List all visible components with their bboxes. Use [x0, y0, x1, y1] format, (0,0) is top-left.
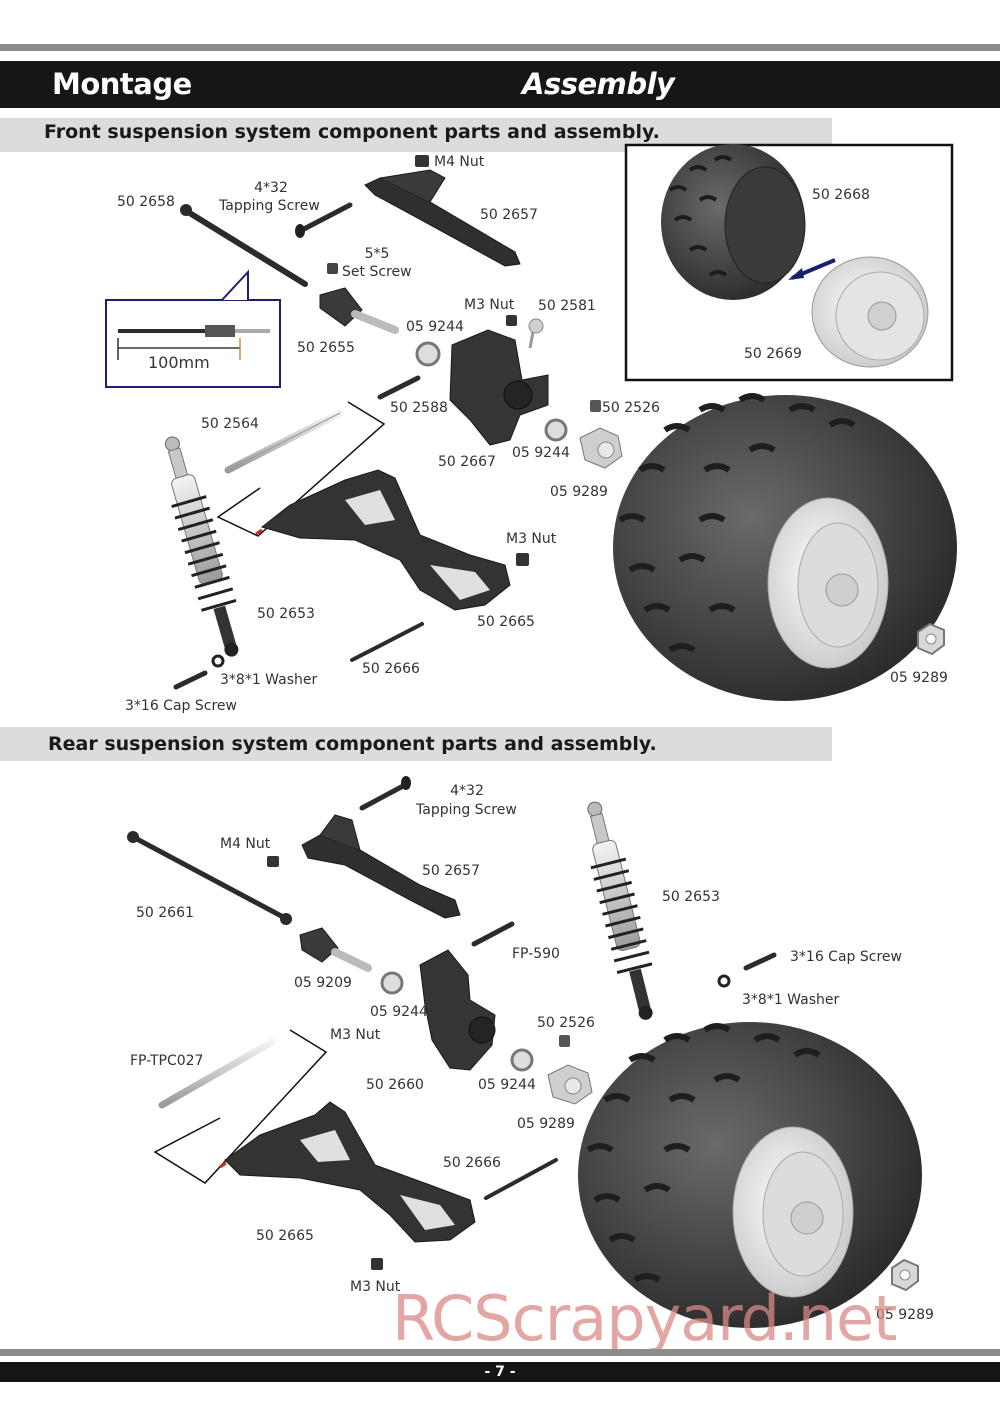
rear-knuckle	[419, 949, 496, 1071]
label-m3-nut-front-b: M3 Nut	[506, 531, 557, 547]
label-50-2655: 50 2655	[297, 340, 355, 356]
front-driveshaft	[185, 209, 308, 287]
label-50-2666-rear: 50 2666	[443, 1155, 501, 1171]
rear-driveshaft	[132, 835, 288, 921]
label-50-2667: 50 2667	[438, 454, 496, 470]
label-tapping-name-front: Tapping Screw	[219, 198, 320, 214]
rear-wheel	[578, 1022, 922, 1328]
label-tapping-name-rear: Tapping Screw	[416, 802, 517, 818]
front-upper-arm	[364, 177, 521, 267]
bottom-rule	[0, 1349, 1000, 1356]
label-50-2526-rear: 50 2526	[537, 1015, 595, 1031]
label-cap-screw-front: 3*16 Cap Screw	[125, 698, 237, 714]
label-05-9209: 05 9209	[294, 975, 352, 991]
label-50-2657-front: 50 2657	[480, 207, 538, 223]
header-bar	[0, 61, 1000, 108]
label-fp-tpc027: FP-TPC027	[130, 1053, 204, 1069]
label-05-9289-rear-a: 05 9289	[517, 1116, 575, 1132]
label-05-9289-front-a: 05 9289	[550, 484, 608, 500]
front-knuckle	[449, 329, 549, 446]
label-05-9289-rear-b: 05 9289	[876, 1307, 934, 1323]
top-rule	[0, 44, 1000, 51]
label-washer-rear: 3*8*1 Washer	[742, 992, 840, 1008]
footer-bar	[0, 1362, 1000, 1382]
label-50-2564: 50 2564	[201, 416, 259, 432]
watermark-text: RCScrapyard.net	[392, 1282, 897, 1355]
label-50-2669: 50 2669	[744, 346, 802, 362]
label-50-2657-rear: 50 2657	[422, 863, 480, 879]
label-50-2661: 50 2661	[136, 905, 194, 921]
front-section-title: Front suspension system component parts …	[44, 121, 660, 143]
label-m3-nut-front-a: M3 Nut	[464, 297, 515, 313]
label-50-2668: 50 2668	[812, 187, 870, 203]
header-title-left: Montage	[52, 67, 192, 101]
label-m3-nut-rear-b: M3 Nut	[350, 1279, 401, 1295]
label-05-9244-front-a: 05 9244	[406, 319, 464, 335]
rear-upper-arm	[301, 834, 461, 919]
label-set-name: Set Screw	[342, 264, 412, 280]
rear-section-title: Rear suspension system component parts a…	[48, 733, 657, 755]
label-05-9244-rear-a: 05 9244	[370, 1004, 428, 1020]
front-shock	[164, 436, 239, 657]
label-washer-front: 3*8*1 Washer	[220, 672, 318, 688]
label-50-2526-front: 50 2526	[602, 400, 660, 416]
header-title-right: Assembly	[522, 67, 675, 101]
label-05-9244-front-b: 05 9244	[512, 445, 570, 461]
label-tapping-size-front: 4*32	[254, 180, 288, 196]
label-fp-590: FP-590	[512, 946, 560, 962]
label-m4-nut-front: M4 Nut	[434, 154, 485, 170]
label-05-9244-rear-b: 05 9244	[478, 1077, 536, 1093]
inset-tire	[661, 144, 806, 300]
label-tapping-size-rear: 4*32	[450, 783, 484, 799]
label-50-2665-front: 50 2665	[477, 614, 535, 630]
rear-shock	[587, 801, 653, 1020]
label-dimension-100mm: 100mm	[148, 353, 210, 372]
dimension-callout	[105, 299, 281, 388]
label-50-2665-rear: 50 2665	[256, 1228, 314, 1244]
label-50-2653-rear: 50 2653	[662, 889, 720, 905]
label-cap-screw-rear: 3*16 Cap Screw	[790, 949, 902, 965]
front-wheel	[613, 393, 957, 701]
label-50-2666-front: 50 2666	[362, 661, 420, 677]
rear-section-bar	[0, 727, 832, 761]
label-50-2653-front: 50 2653	[257, 606, 315, 622]
inset-rim	[811, 256, 929, 368]
label-50-2660: 50 2660	[366, 1077, 424, 1093]
label-50-2658: 50 2658	[117, 194, 175, 210]
label-05-9289-front-b: 05 9289	[890, 670, 948, 686]
label-50-2581: 50 2581	[538, 298, 596, 314]
label-m4-nut-rear: M4 Nut	[220, 836, 271, 852]
label-m3-nut-rear-a: M3 Nut	[330, 1027, 381, 1043]
page-number: - 7 -	[484, 1364, 516, 1380]
label-set-size: 5*5	[364, 246, 390, 262]
label-50-2588: 50 2588	[390, 400, 448, 416]
